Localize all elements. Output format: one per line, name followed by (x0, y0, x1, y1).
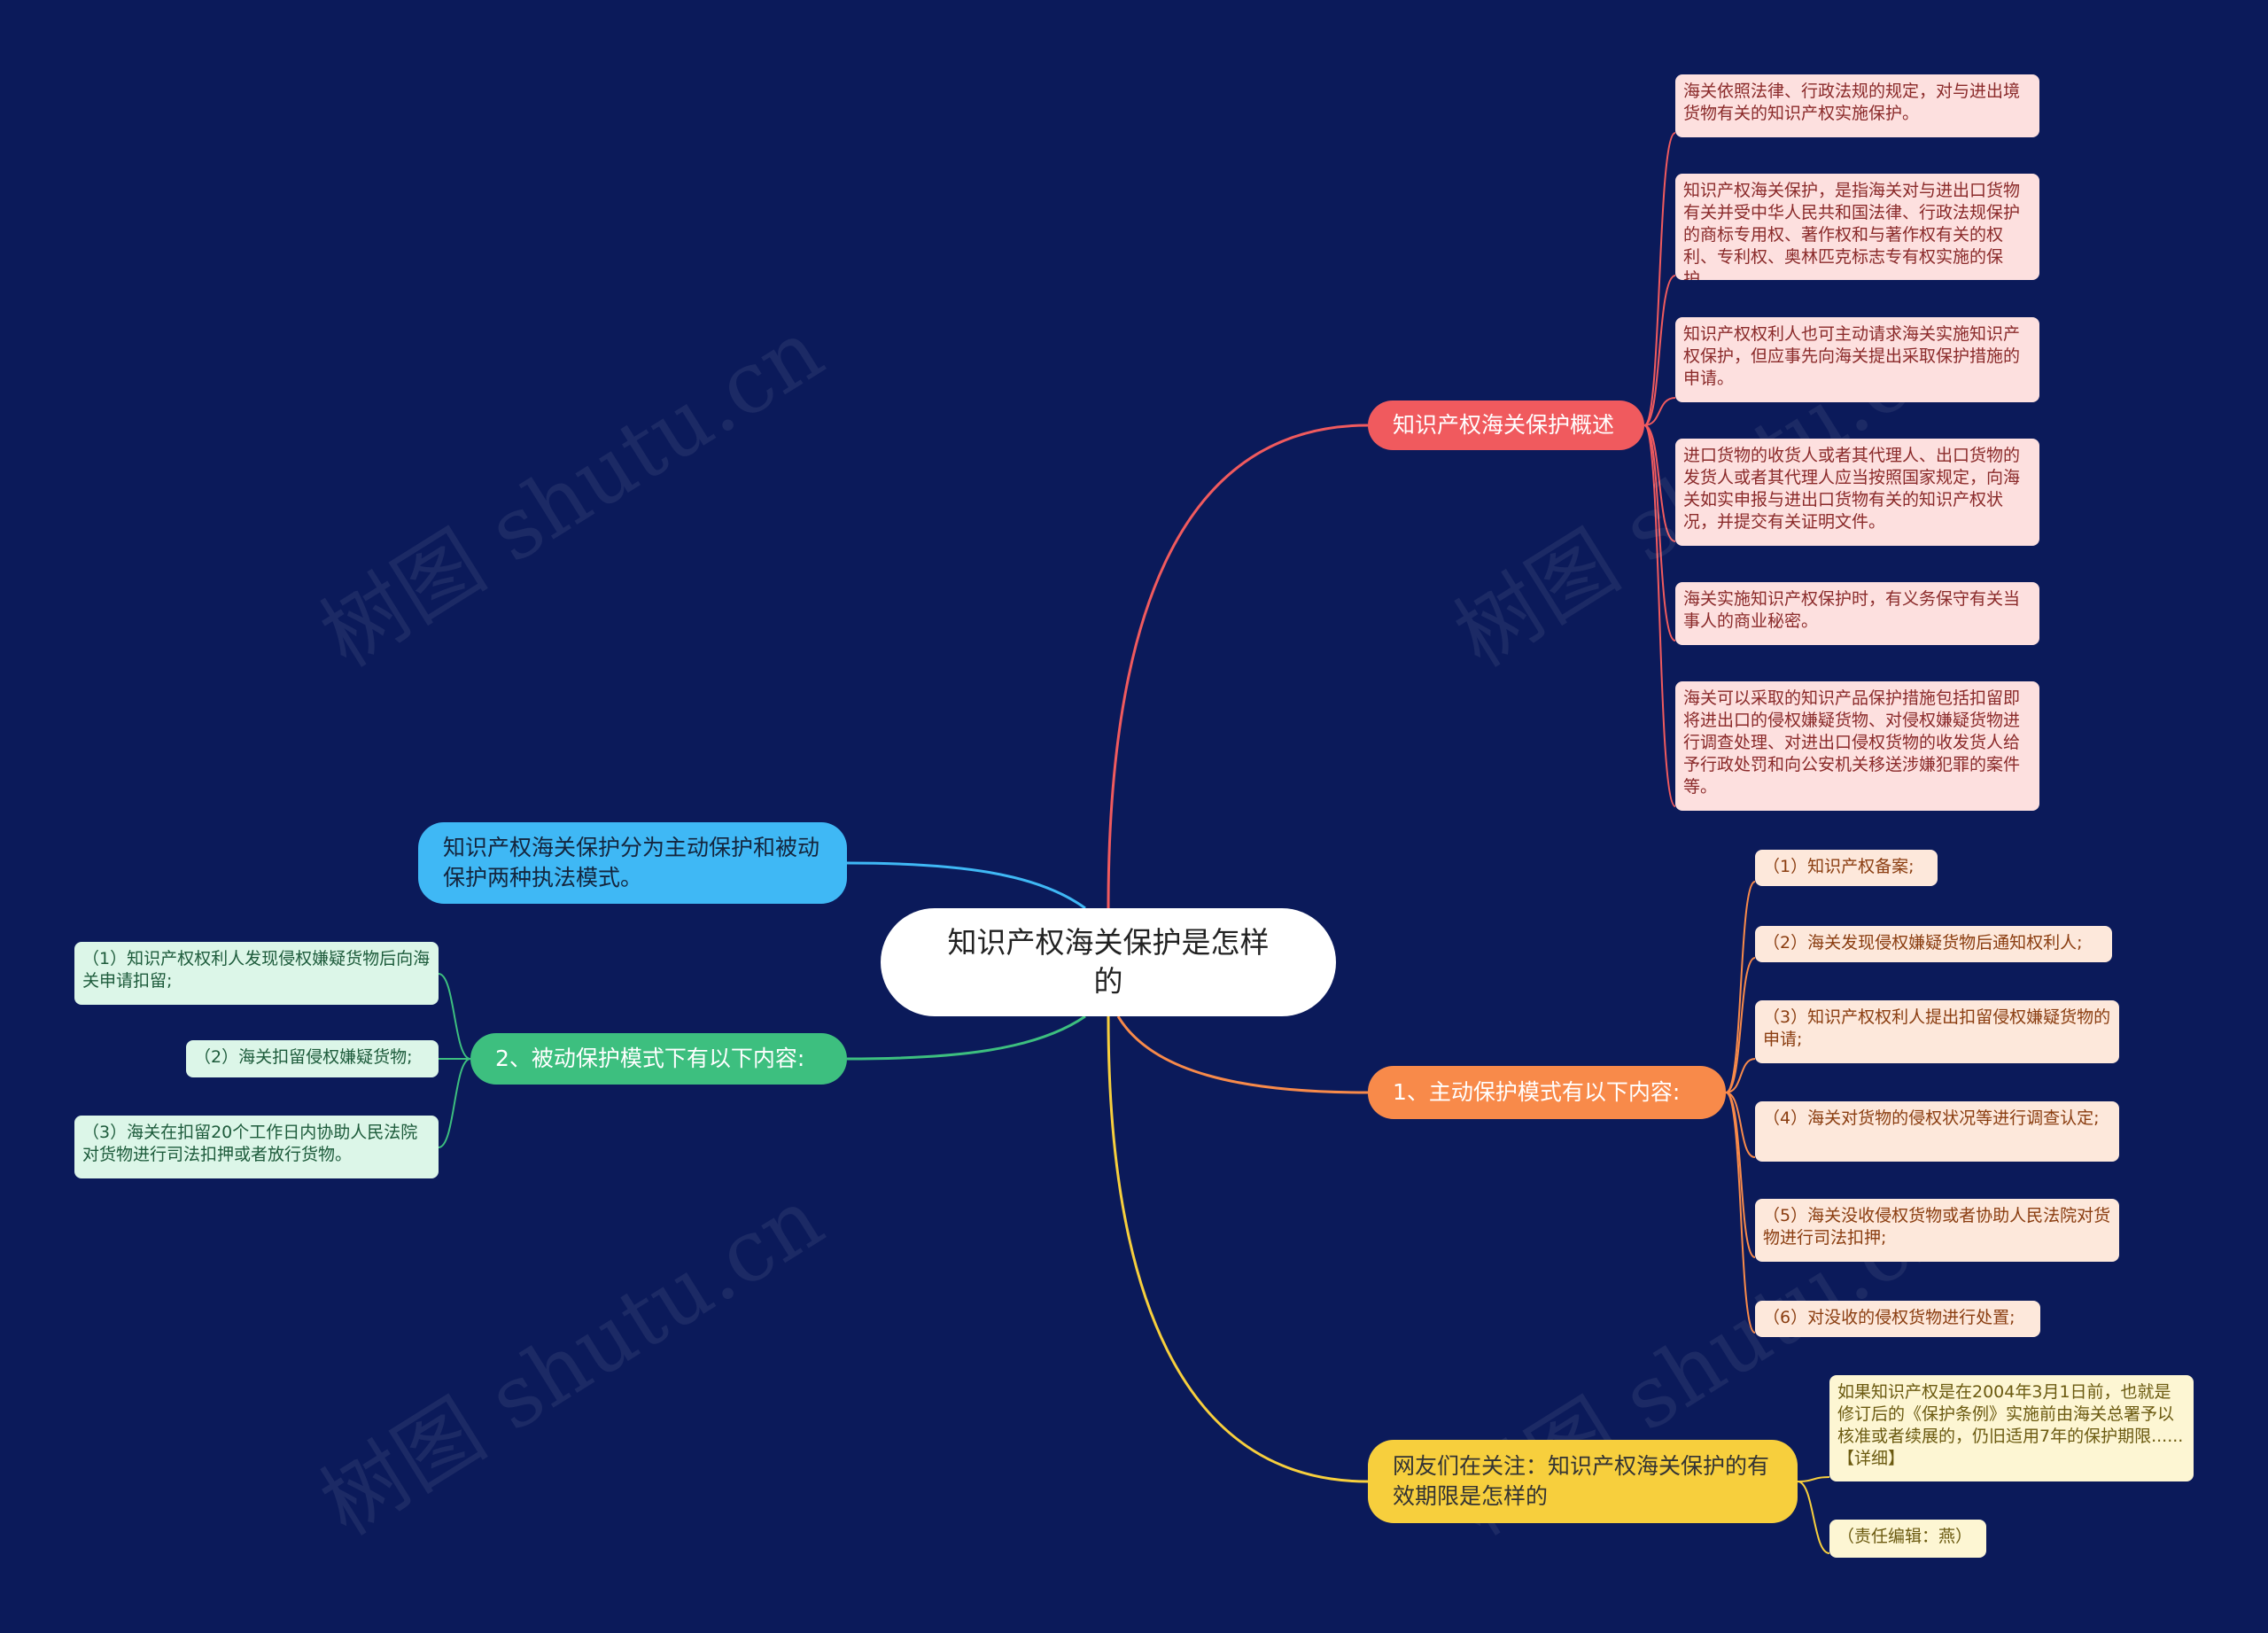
link-netizens-leaf-2 (1797, 1481, 1830, 1554)
active-leaf-6[interactable]: （6）对没收的侵权货物进行处置; (1755, 1301, 2040, 1337)
root-topic[interactable]: 知识产权海关保护是怎样的 (881, 908, 1336, 1016)
overview-leaf-4[interactable]: 进口货物的收货人或者其代理人、出口货物的发货人或者其代理人应当按照国家规定，向海… (1675, 439, 2039, 546)
link-overview-leaf-2 (1643, 275, 1676, 426)
link-active-leaf-1 (1725, 881, 1756, 1093)
active-leaf-5[interactable]: （5）海关没收侵权货物或者协助人民法院对货物进行司法扣押; (1755, 1199, 2119, 1262)
passive-leaf-2[interactable]: （2）海关扣留侵权嫌疑货物; (186, 1040, 439, 1077)
overview-leaf-3[interactable]: 知识产权权利人也可主动请求海关实施知识产权保护，但应事先向海关提出采取保护措施的… (1675, 317, 2039, 402)
netizens-leaf-detail[interactable]: 如果知识产权是在2004年3月1日前，也就是修订后的《保护条例》实施前由海关总署… (1829, 1375, 2194, 1481)
link-root-netizens (1107, 1015, 1369, 1483)
link-active-leaf-6 (1725, 1092, 1756, 1334)
link-root-active (1116, 1015, 1369, 1094)
link-active-leaf-4 (1725, 1092, 1756, 1158)
branch-active-protection[interactable]: 1、主动保护模式有以下内容: (1368, 1066, 1726, 1119)
link-overview-leaf-4 (1643, 424, 1676, 542)
branch-netizens-attention[interactable]: 网友们在关注：知识产权海关保护的有效期限是怎样的 (1368, 1440, 1798, 1523)
link-overview-leaf-5 (1643, 424, 1676, 642)
active-leaf-2[interactable]: （2）海关发现侵权嫌疑货物后通知权利人; (1755, 926, 2112, 962)
link-overview-leaf-6 (1643, 424, 1676, 807)
link-root-passive (846, 1015, 1086, 1061)
branch-enforcement-modes[interactable]: 知识产权海关保护分为主动保护和被动保护两种执法模式。 (418, 822, 847, 904)
passive-leaf-1[interactable]: （1）知识产权权利人发现侵权嫌疑货物后向海关申请扣留; (74, 942, 439, 1005)
branch-overview[interactable]: 知识产权海关保护概述 (1368, 400, 1644, 450)
link-passive-leaf-3 (438, 1058, 471, 1148)
overview-leaf-5[interactable]: 海关实施知识产权保护时，有义务保守有关当事人的商业秘密。 (1675, 582, 2039, 645)
link-passive-leaf-1 (438, 973, 471, 1060)
active-leaf-1[interactable]: （1）知识产权备案; (1755, 850, 1938, 886)
passive-leaf-3[interactable]: （3）海关在扣留20个工作日内协助人民法院对货物进行司法扣押或者放行货物。 (74, 1116, 439, 1178)
netizens-leaf-editor[interactable]: （责任编辑：燕） (1829, 1520, 1986, 1558)
link-active-leaf-5 (1725, 1092, 1756, 1258)
active-leaf-3[interactable]: （3）知识产权权利人提出扣留侵权嫌疑货物的申请; (1755, 1000, 2119, 1063)
link-overview-leaf-1 (1643, 132, 1676, 426)
link-active-leaf-3 (1725, 1058, 1756, 1093)
link-netizens-leaf-1 (1797, 1476, 1830, 1482)
overview-leaf-1[interactable]: 海关依照法律、行政法规的规定，对与进出境货物有关的知识产权实施保护。 (1675, 74, 2039, 137)
branch-passive-protection[interactable]: 2、被动保护模式下有以下内容: (470, 1033, 847, 1085)
link-root-modes (846, 861, 1086, 910)
link-overview-leaf-3 (1643, 397, 1676, 426)
overview-leaf-6[interactable]: 海关可以采取的知识产品保护措施包括扣留即将进出口的侵权嫌疑货物、对侵权嫌疑货物进… (1675, 681, 2039, 811)
link-active-leaf-2 (1725, 957, 1756, 1093)
active-leaf-4[interactable]: （4）海关对货物的侵权状况等进行调查认定; (1755, 1101, 2119, 1162)
link-root-overview (1107, 424, 1369, 909)
overview-leaf-2[interactable]: 知识产权海关保护，是指海关对与进出口货物有关并受中华人民共和国法律、行政法规保护… (1675, 174, 2039, 280)
